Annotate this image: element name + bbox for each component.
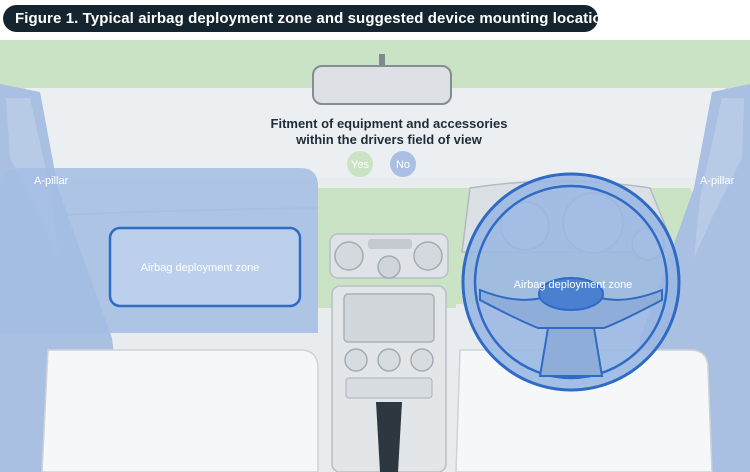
steering-wheel-rim-outer	[461, 172, 681, 392]
gear-stick	[376, 402, 402, 472]
right-vent	[413, 241, 443, 271]
passenger-airbag-zone	[108, 226, 302, 308]
hazard-switch	[368, 239, 412, 249]
passenger-seat	[41, 349, 319, 472]
climate-knob-left	[344, 348, 368, 372]
console-tray	[345, 377, 433, 399]
passenger-airbag-label: Airbag deployment zone	[141, 262, 260, 274]
steering-wheel-lower-spoke	[538, 327, 604, 377]
left-vent	[334, 241, 364, 271]
legend-heading-line2: within the drivers field of view	[295, 132, 483, 147]
center-knob	[377, 255, 401, 279]
legend-no-label: No	[396, 159, 410, 171]
legend-yes-label: Yes	[351, 159, 369, 171]
a-pillar-left-label: A-pillar	[34, 175, 69, 187]
driver-seat	[455, 349, 713, 472]
windshield-glass	[22, 88, 728, 178]
radio-display	[343, 293, 435, 343]
steering-wheel-hub	[538, 277, 604, 311]
steering-wheel-rim-inner	[473, 184, 669, 380]
driver-airbag-label: Airbag deployment zone	[514, 279, 633, 291]
mirror-stem	[379, 54, 385, 68]
rearview-mirror	[312, 65, 452, 105]
legend-heading-line1: Fitment of equipment and accessories	[271, 116, 508, 131]
legend-yes-swatch	[347, 151, 373, 177]
figure-title: Figure 1. Typical airbag deployment zone…	[15, 10, 620, 27]
climate-knob-center	[377, 348, 401, 372]
a-pillar-right-label: A-pillar	[700, 175, 735, 187]
figure-title-bar: Figure 1. Typical airbag deployment zone…	[3, 5, 619, 32]
a-pillar-right-shade	[694, 98, 744, 258]
legend-no-swatch	[390, 151, 416, 177]
car-interior-diagram: Fitment of equipment and accessories wit…	[0, 40, 750, 472]
climate-knob-right	[410, 348, 434, 372]
